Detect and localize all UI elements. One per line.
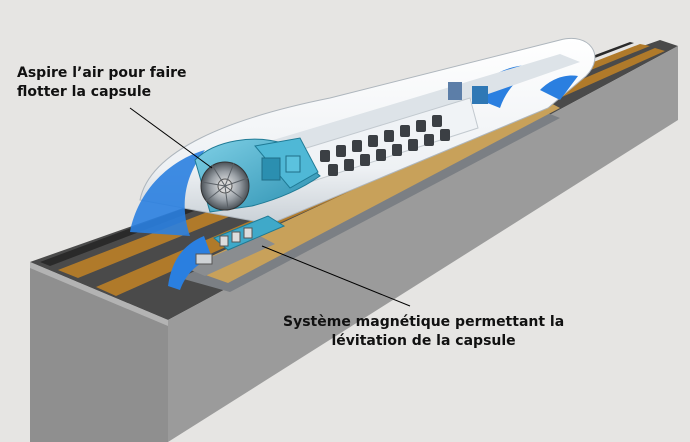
levitation-annotation-line2: lévitation de la capsule (283, 332, 564, 351)
equipment-box (448, 82, 462, 100)
air-intake-annotation-line2: flotter la capsule (17, 83, 187, 102)
equipment-box (472, 86, 488, 104)
levitation-annotation-line1: Système magnétique permettant la (283, 313, 564, 332)
air-intake-annotation: Aspire l’air pour faire flotter la capsu… (17, 64, 187, 102)
levitation-annotation: Système magnétique permettant la lévitat… (283, 313, 564, 351)
air-intake-annotation-line1: Aspire l’air pour faire (17, 64, 187, 83)
